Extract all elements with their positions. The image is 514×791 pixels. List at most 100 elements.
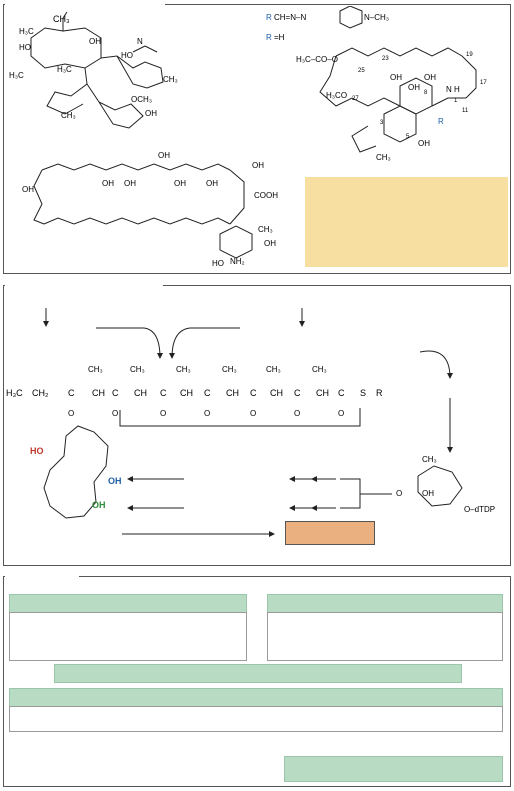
chain-ch-5: CH <box>270 388 283 398</box>
rif-label-r-sub: R <box>438 117 444 126</box>
rif-label-oh2: OH <box>424 73 436 82</box>
chain-o6: O <box>294 409 300 418</box>
chain-ch3-2: CH₃ <box>130 365 145 374</box>
rif-r2-value: =H <box>274 33 285 42</box>
bottom-right-bar <box>284 756 503 782</box>
ery-label-h3c-a: H₃C <box>19 27 34 36</box>
chain-c5: C <box>250 388 257 398</box>
left-box-header <box>9 594 247 613</box>
chain-ch-2: CH <box>134 388 147 398</box>
erythromycin-structure: CH₃ H₃C HO OH N HO CH₃ H₃C CH₃ OCH₃ OH H… <box>9 11 178 129</box>
chain-c2: C <box>112 388 119 398</box>
amph-label-oh7: OH <box>22 185 34 194</box>
chain-s: S <box>360 388 366 398</box>
rif-label-n23: 23 <box>382 56 389 62</box>
rif-label-n27: 27 <box>352 96 359 102</box>
amph-label-oh1: OH <box>102 179 114 188</box>
right-box-header <box>267 594 503 613</box>
rif-r1-tail: N–CH₃ <box>364 13 389 22</box>
chain-o2: O <box>112 409 118 418</box>
rif-label-methoxy: H₃CO <box>326 91 347 100</box>
amph-label-ch3: CH₃ <box>258 225 273 234</box>
rif-label-n19: 19 <box>466 52 473 58</box>
ery-label-h3c-c: H₃C <box>57 65 72 74</box>
info-box-yellow <box>305 177 508 267</box>
rif-label-oh4: OH <box>418 139 430 148</box>
rif-label-oh3: OH <box>408 83 420 92</box>
rif-r1-symbol: R <box>266 13 272 22</box>
structures-panel-tab <box>5 1 165 7</box>
macrolide-oh-blue: OH <box>108 476 122 486</box>
ery-label-och3: OCH₃ <box>131 95 152 104</box>
macrolide-oh-green: OH <box>92 500 106 510</box>
chain-o1: O <box>68 409 74 418</box>
wide-box-header <box>9 688 503 707</box>
ery-label-oh-c: HO <box>121 51 133 60</box>
wide-text-box <box>9 706 503 732</box>
rif-label-n25: 25 <box>358 68 365 74</box>
rif-label-n5: 5 <box>406 134 410 140</box>
amph-label-oh6: OH <box>252 161 264 170</box>
chain-c4: C <box>204 388 211 398</box>
ery-label-ch3-b: CH₃ <box>61 111 76 120</box>
rif-label-oh1: OH <box>390 73 402 82</box>
rif-label-methyl: CH₃ <box>376 153 391 162</box>
chain-ch3-6: CH₃ <box>312 365 327 374</box>
middle-bar <box>54 664 462 683</box>
right-text-box <box>267 612 503 661</box>
amph-label-oh2: OH <box>124 179 136 188</box>
rif-r1-formula: CH=N–N <box>274 13 306 22</box>
amph-label-cooh: COOH <box>254 191 278 200</box>
rif-label-acetyl: H₃C–CO–O <box>296 55 338 64</box>
ery-label-ch3-c: CH₃ <box>53 14 70 24</box>
amph-label-oh8: OH <box>264 239 276 248</box>
chain-c1: C <box>68 388 75 398</box>
amphotericin-structure: OH OH OH OH OH OH OH COOH CH₃ OH HO NH₂ <box>22 151 278 268</box>
macrolide-ho-red: HO <box>30 446 44 456</box>
chain-ch-3: CH <box>180 388 193 398</box>
rif-r2-symbol: R <box>266 33 272 42</box>
biosynthesis-panel-tab <box>5 282 163 288</box>
rifamycin-structure: R CH=N–N N–CH₃ R =H H₃C–CO–O H₃CO 23 25 … <box>266 6 487 162</box>
chain-ch3-4: CH₃ <box>222 365 237 374</box>
amph-label-oh5: OH <box>206 179 218 188</box>
orange-highlight-box <box>285 521 375 545</box>
rif-label-nh: H <box>454 85 460 94</box>
chain-ch-1: CH <box>92 388 105 398</box>
chain-o5: O <box>250 409 256 418</box>
amph-label-nh2: NH₂ <box>230 257 245 266</box>
sugar-dtdp: O–dTDP <box>464 505 495 514</box>
biosynthesis-diagram: H₃C CH₂ C CH C CH C CH C CH C CH C CH C … <box>6 308 495 537</box>
rif-label-n8: 8 <box>424 90 428 96</box>
chain-o3: O <box>160 409 166 418</box>
chain-c3: C <box>160 388 167 398</box>
chain-ch-6: CH <box>316 388 329 398</box>
biosynthesis-panel <box>3 285 511 566</box>
chain-ch3-5: CH₃ <box>266 365 281 374</box>
amph-label-oh9: HO <box>212 259 224 268</box>
sugar-oh: OH <box>422 489 434 498</box>
rif-label-n3: 3 <box>380 120 384 126</box>
chain-c7: C <box>338 388 345 398</box>
ery-label-ch3-a: CH₃ <box>163 75 178 84</box>
chain-ch-4: CH <box>226 388 239 398</box>
chain-r: R <box>376 388 383 398</box>
chain-o7: O <box>338 409 344 418</box>
ery-label-h3c-b: H₃C <box>9 71 24 80</box>
sugar-o: O <box>396 489 402 498</box>
amph-label-oh4: OH <box>174 179 186 188</box>
mechanism-panel-tab <box>5 573 79 579</box>
rif-label-n-atom: N <box>446 85 452 94</box>
amph-label-oh3: OH <box>158 151 170 160</box>
chain-ch2: CH₂ <box>32 388 49 398</box>
ery-label-oh-a: HO <box>19 43 31 52</box>
ery-label-oh-b: OH <box>89 37 101 46</box>
left-text-box <box>9 612 247 661</box>
chain-ch3-3: CH₃ <box>176 365 191 374</box>
rif-label-n1: 1 <box>454 98 458 104</box>
chain-h3c: H₃C <box>6 388 23 398</box>
chain-o4: O <box>204 409 210 418</box>
ery-label-oh-d: OH <box>145 109 157 118</box>
sugar-ch3: CH₃ <box>422 455 437 464</box>
chain-ch3-1: CH₃ <box>88 365 103 374</box>
